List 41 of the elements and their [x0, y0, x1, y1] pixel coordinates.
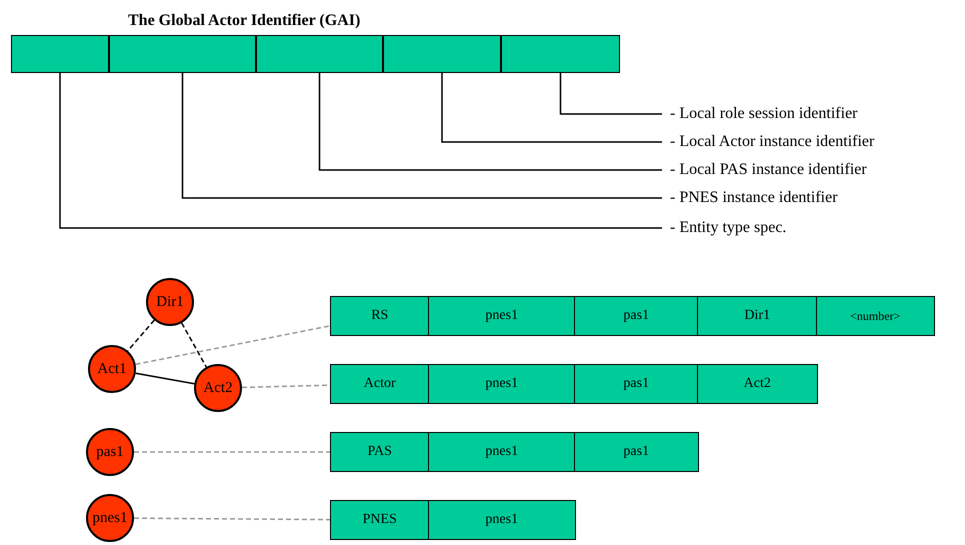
id-segment — [383, 35, 501, 73]
id-field: PAS — [330, 432, 430, 472]
diagram-title: The Global Actor Identifier (GAI) — [128, 12, 360, 30]
leader-line — [560, 73, 662, 115]
field-description: - Local role session identifier — [670, 104, 858, 124]
field-description: - Local PAS instance identifier — [670, 160, 867, 180]
id-segment — [256, 35, 383, 73]
id-field: Act2 — [697, 364, 818, 404]
leader-line — [441, 73, 662, 143]
connector-line — [134, 451, 330, 453]
connector-line — [135, 325, 330, 366]
id-field: <number> — [816, 296, 934, 336]
id-segment — [109, 35, 256, 73]
id-segment — [501, 35, 620, 73]
connector-line — [134, 517, 330, 520]
leader-line — [318, 73, 662, 171]
id-field: pnes1 — [428, 500, 576, 540]
entity-circle: pas1 — [86, 428, 134, 476]
connector-line — [136, 372, 194, 384]
id-field: Dir1 — [697, 296, 818, 336]
id-field: PNES — [330, 500, 430, 540]
field-description: - Local Actor instance identifier — [670, 132, 874, 152]
id-field: RS — [330, 296, 430, 336]
entity-circle: Dir1 — [146, 278, 194, 326]
leader-line — [182, 73, 662, 199]
field-description: - Entity type spec. — [670, 218, 786, 238]
id-field: pnes1 — [428, 364, 576, 404]
connector-line — [181, 322, 207, 368]
id-field: pnes1 — [428, 296, 576, 336]
id-field: Actor — [330, 364, 430, 404]
entity-circle: Act2 — [194, 364, 242, 412]
id-segment — [11, 35, 109, 73]
entity-circle: Act1 — [88, 345, 136, 393]
entity-circle: pnes1 — [86, 494, 134, 542]
id-field: pas1 — [574, 296, 698, 336]
connector-line — [127, 320, 155, 352]
id-field: pnes1 — [428, 432, 576, 472]
id-field: pas1 — [574, 432, 698, 472]
id-field: pas1 — [574, 364, 698, 404]
leader-line — [59, 73, 662, 229]
field-description: - PNES instance identifier — [670, 188, 838, 208]
